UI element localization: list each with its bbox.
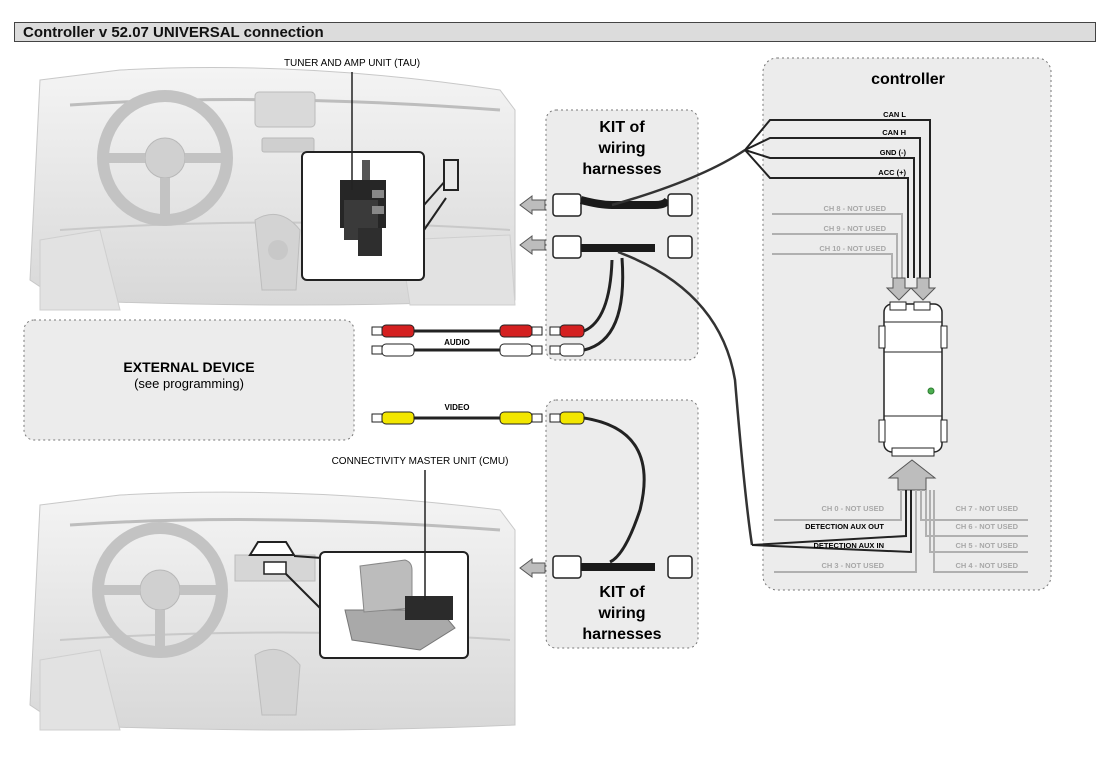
harness-top-2 bbox=[519, 235, 693, 259]
controller-top-wires bbox=[744, 119, 931, 278]
harness-top-1 bbox=[519, 193, 693, 217]
kit-panel-top bbox=[545, 109, 699, 361]
audio-cables bbox=[371, 257, 625, 357]
kit-bottom-line2: wiring bbox=[597, 605, 645, 622]
audio-label: AUDIO bbox=[444, 338, 470, 347]
external-device-title: EXTERNAL DEVICE bbox=[123, 359, 254, 375]
kit-bottom-line3: harnesses bbox=[582, 626, 661, 643]
wire-ch8: CH 8 - NOT USED bbox=[823, 204, 886, 213]
cmu-label: CONNECTIVITY MASTER UNIT (CMU) bbox=[332, 456, 509, 467]
tau-inset bbox=[301, 72, 459, 281]
can-cable bbox=[611, 148, 746, 207]
kit-top-line3: harnesses bbox=[582, 161, 661, 178]
kit-top-line2: wiring bbox=[597, 140, 645, 157]
harness-bottom bbox=[519, 555, 693, 579]
external-device-box bbox=[23, 319, 355, 441]
wire-ch0: CH 0 - NOT USED bbox=[821, 504, 884, 513]
car-interior-top bbox=[29, 67, 516, 311]
wire-gnd: GND (-) bbox=[880, 148, 907, 157]
video-label: VIDEO bbox=[445, 403, 470, 412]
wire-ch6: CH 6 - NOT USED bbox=[955, 522, 1018, 531]
video-cable bbox=[371, 411, 646, 564]
wire-ch3: CH 3 - NOT USED bbox=[821, 561, 884, 570]
wire-ch10: CH 10 - NOT USED bbox=[819, 244, 886, 253]
controller-module bbox=[878, 301, 948, 457]
arrow-in-right-icon bbox=[909, 277, 937, 301]
wire-ch9: CH 9 - NOT USED bbox=[823, 224, 886, 233]
arrow-out-up-icon bbox=[887, 459, 937, 491]
wire-acc: ACC (+) bbox=[878, 168, 906, 177]
wire-detection-aux-out: DETECTION AUX OUT bbox=[805, 522, 884, 531]
wire-ch4: CH 4 - NOT USED bbox=[955, 561, 1018, 570]
cmu-inset bbox=[248, 470, 469, 659]
kit-panel-bottom bbox=[545, 399, 699, 649]
kit-bottom-line1: KIT of bbox=[599, 584, 645, 601]
tau-label: TUNER AND AMP UNIT (TAU) bbox=[284, 58, 420, 69]
external-device-note: (see programming) bbox=[134, 376, 244, 391]
detection-cable bbox=[617, 250, 754, 546]
diagram-title: Controller v 52.07 UNIVERSAL connection bbox=[23, 24, 324, 41]
wire-ch7: CH 7 - NOT USED bbox=[955, 504, 1018, 513]
status-led-icon bbox=[927, 387, 935, 395]
controller-unused-top-wires bbox=[772, 213, 903, 278]
controller-title: controller bbox=[871, 71, 945, 88]
wire-can-h: CAN H bbox=[882, 128, 906, 137]
wire-detection-aux-in: DETECTION AUX IN bbox=[813, 541, 884, 550]
diagram-header: Controller v 52.07 UNIVERSAL connection bbox=[14, 22, 1096, 42]
wire-ch5: CH 5 - NOT USED bbox=[955, 541, 1018, 550]
controller-bottom-wires bbox=[751, 490, 1028, 573]
kit-top-line1: KIT of bbox=[599, 119, 645, 136]
arrow-in-left-icon bbox=[885, 277, 913, 301]
wire-can-l: CAN L bbox=[883, 110, 906, 119]
